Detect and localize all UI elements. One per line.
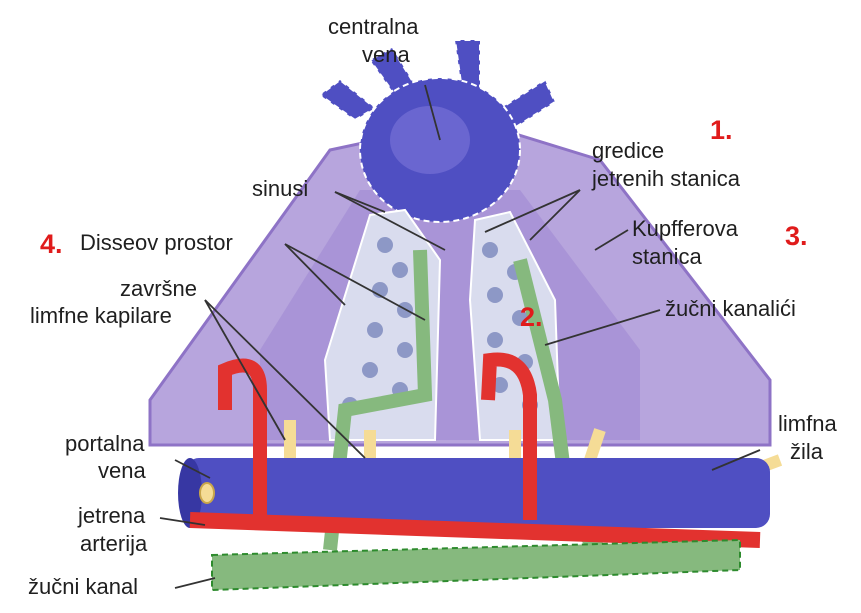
marker-number-3: 3. bbox=[785, 222, 808, 250]
label-jetrena-arterija-line2: arterija bbox=[80, 531, 147, 557]
label-zavrsne-limfne-kapilare-line2: limfne kapilare bbox=[30, 303, 172, 329]
label-zucni-kanal: žučni kanal bbox=[28, 574, 138, 600]
bile-duct bbox=[212, 540, 740, 590]
label-gredice-line2: jetrenih stanica bbox=[592, 166, 740, 192]
central-vein-highlight bbox=[390, 106, 470, 174]
label-gredice-line1: gredice bbox=[592, 138, 664, 164]
label-zucni-kanalici: žučni kanalići bbox=[665, 296, 796, 322]
label-centralna-vena-line1: centralna bbox=[328, 14, 419, 40]
label-portalna-vena-line2: vena bbox=[98, 458, 146, 484]
label-disseov-prostor: Disseov prostor bbox=[80, 230, 233, 256]
label-kupfferova-line1: Kupfferova bbox=[632, 216, 738, 242]
lymph-vessel-opening bbox=[200, 483, 214, 503]
marker-number-1: 1. bbox=[710, 116, 733, 144]
label-limfna-zila-line2: žila bbox=[790, 439, 823, 465]
label-portalna-vena-line1: portalna bbox=[65, 431, 145, 457]
label-limfna-zila-line1: limfna bbox=[778, 411, 837, 437]
label-zavrsne-limfne-kapilare-line1: završne bbox=[120, 276, 197, 302]
label-kupfferova-line2: stanica bbox=[632, 244, 702, 270]
marker-number-4: 4. bbox=[40, 230, 63, 258]
marker-number-2: 2. bbox=[520, 303, 543, 331]
label-sinusi: sinusi bbox=[252, 176, 308, 202]
label-jetrena-arterija-line1: jetrena bbox=[78, 503, 145, 529]
label-centralna-vena-line2: vena bbox=[362, 42, 410, 68]
